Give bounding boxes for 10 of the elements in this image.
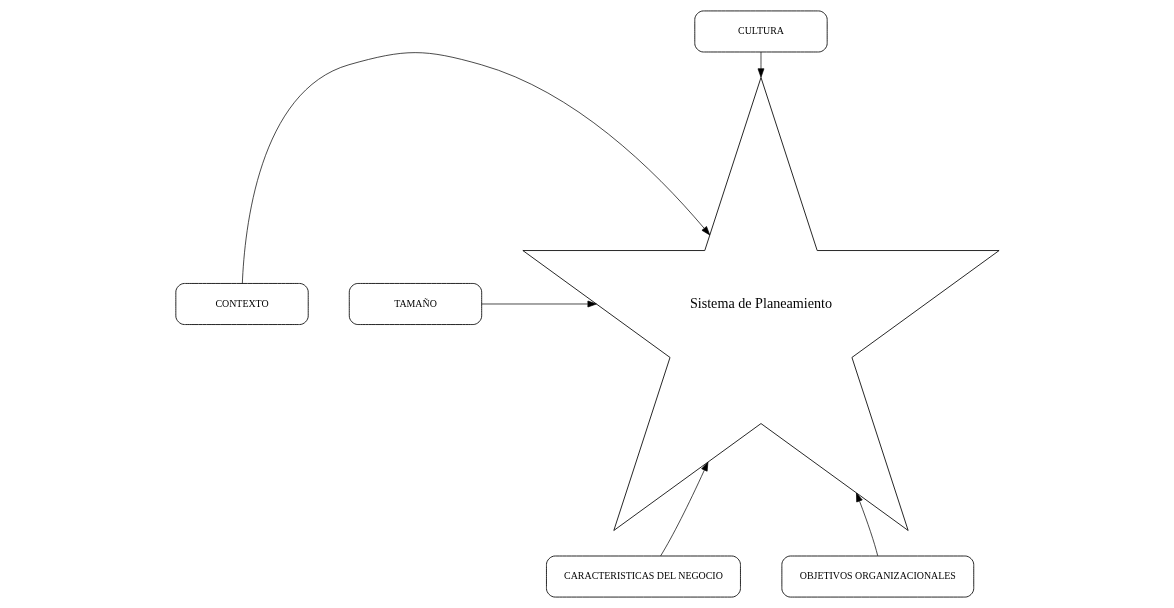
arrow (855, 492, 878, 557)
node-box: CULTURA (693, 10, 828, 53)
arrow (481, 300, 597, 308)
node-box: OBJETIVOS ORGANIZACIONALES (780, 555, 974, 598)
node-box: CONTEXTO (174, 283, 309, 325)
node-box: TAMAÑO (348, 283, 482, 325)
arrow (757, 51, 764, 78)
node-box: CARACTERISTICAS DEL NEGOCIO (545, 555, 741, 598)
arrow (241, 52, 710, 284)
arrow (659, 461, 708, 557)
